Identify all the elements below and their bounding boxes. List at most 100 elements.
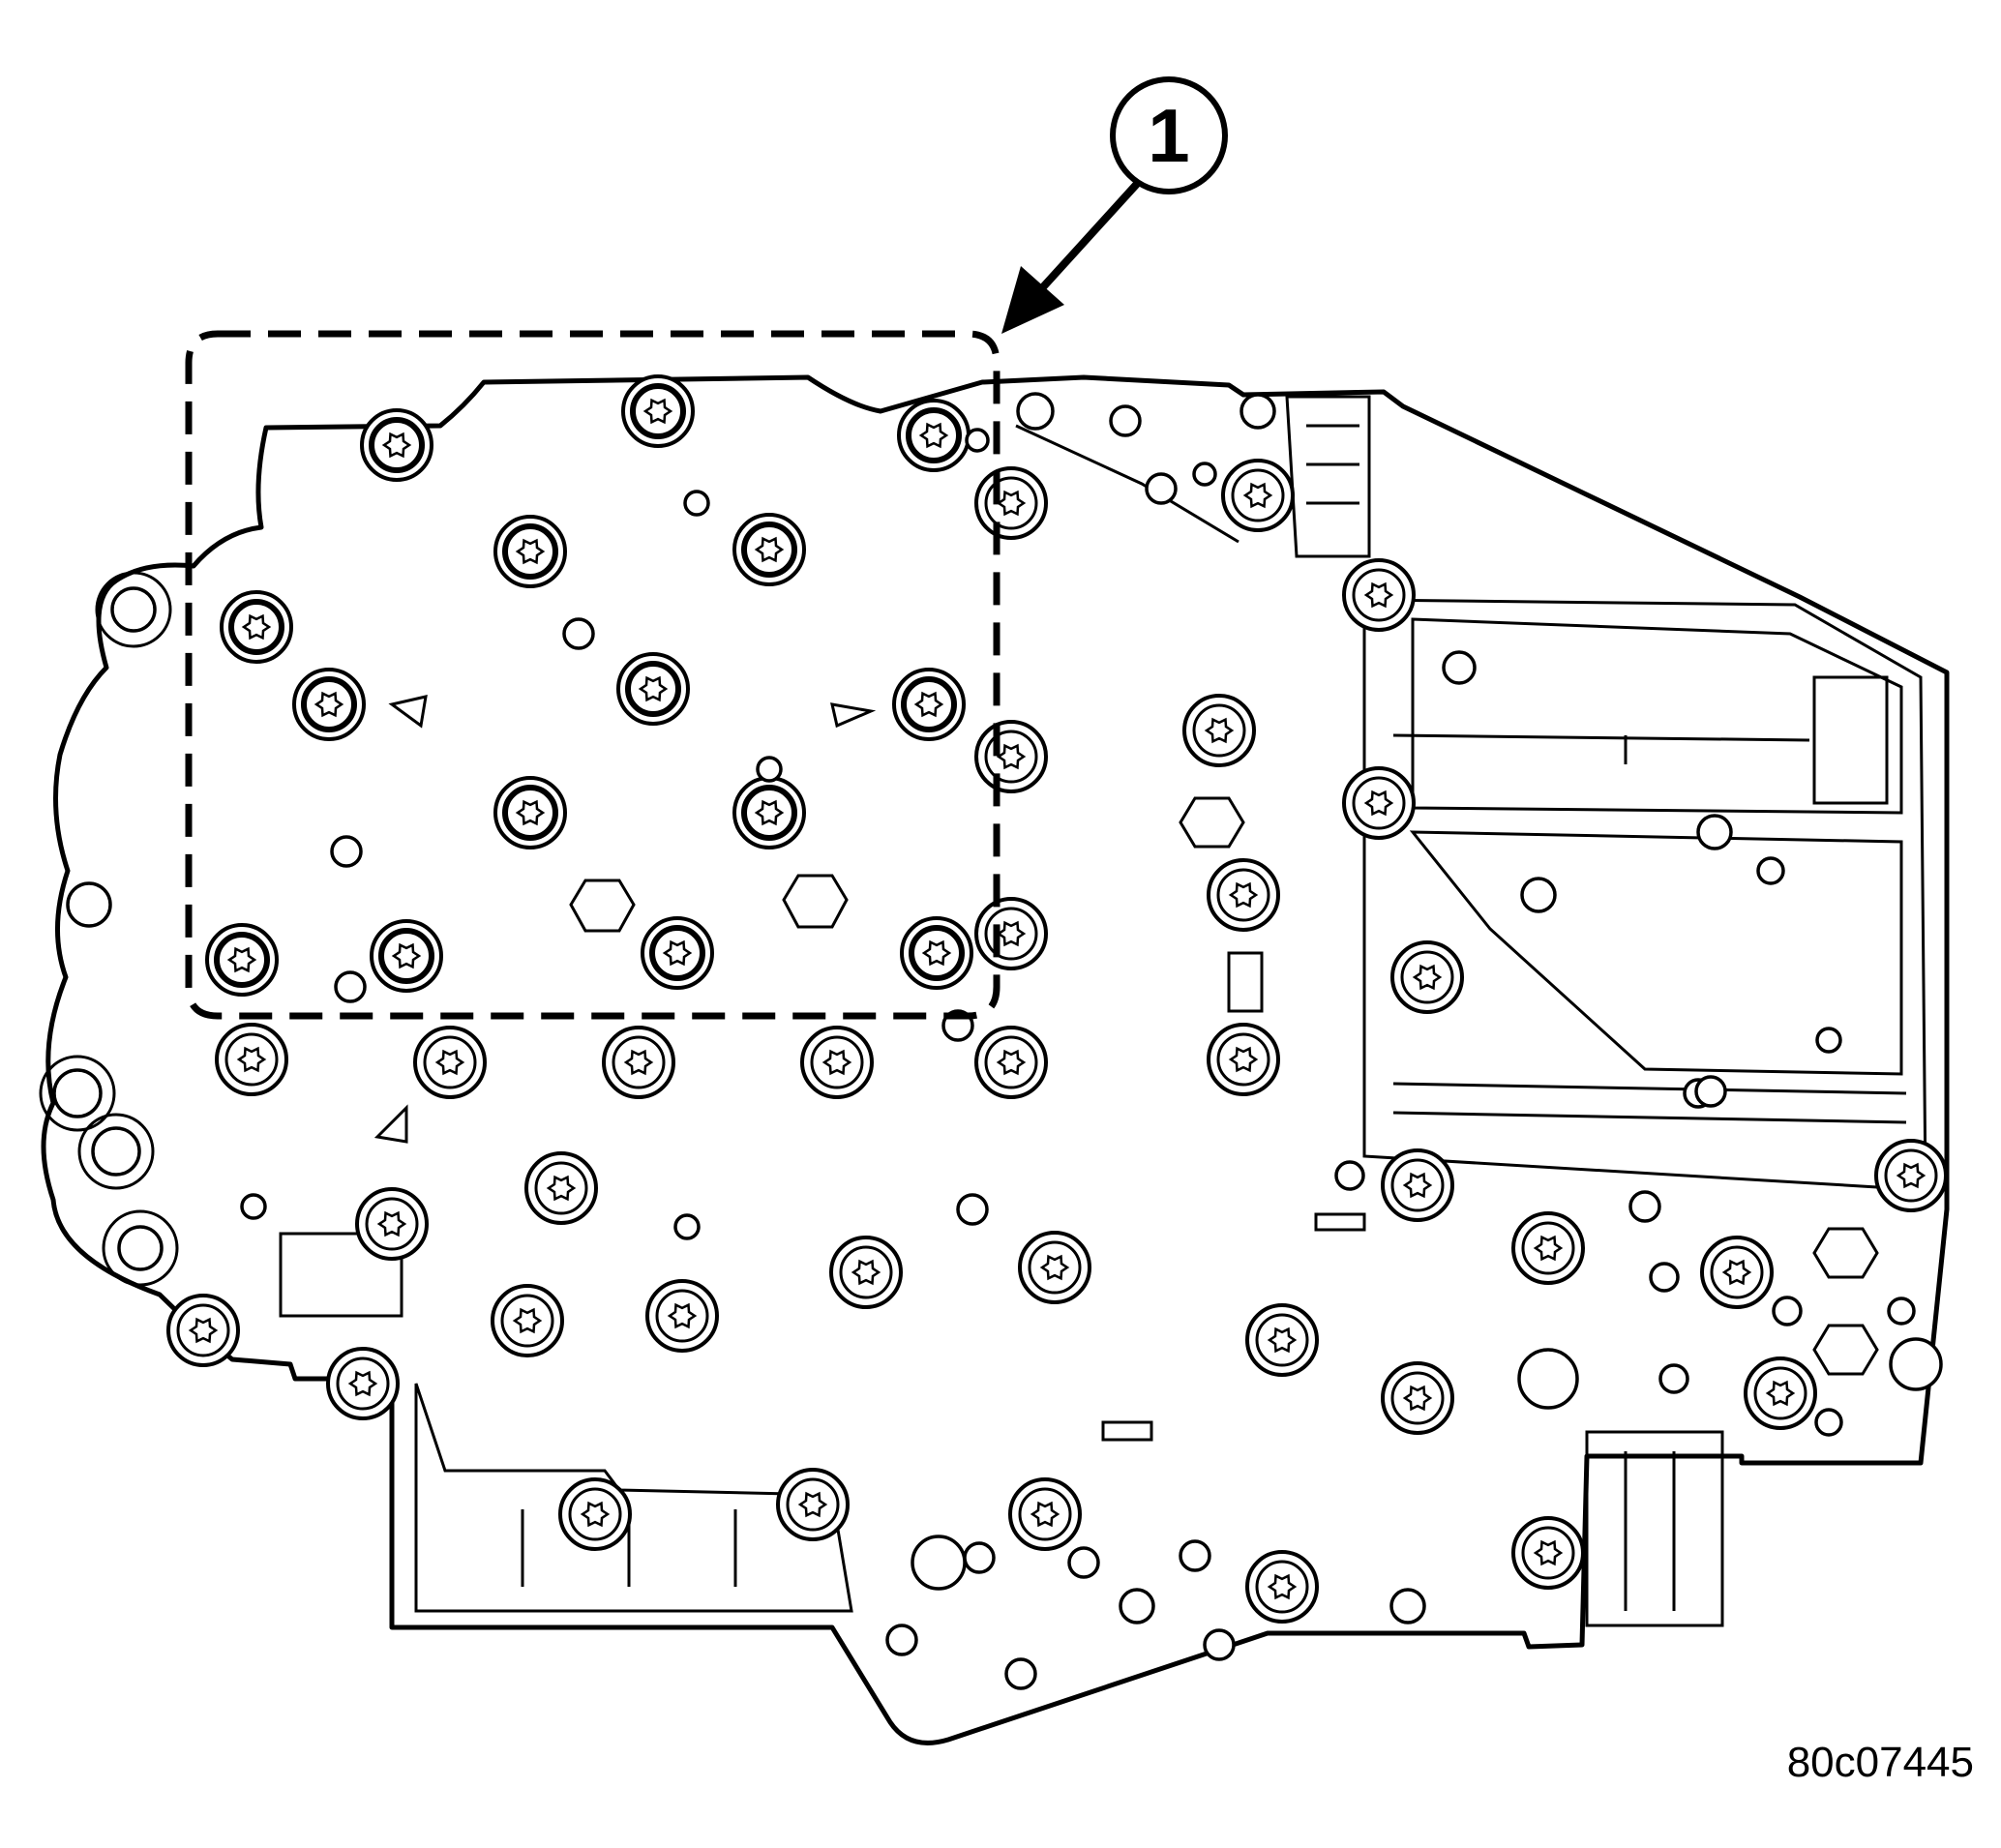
bolt xyxy=(1207,858,1280,932)
hole xyxy=(1016,392,1055,431)
bolt xyxy=(897,399,971,472)
bolt xyxy=(1182,694,1256,767)
hole xyxy=(1203,1628,1236,1661)
bolt xyxy=(215,1023,288,1096)
bolt xyxy=(558,1477,632,1551)
bolt xyxy=(220,590,293,664)
hole xyxy=(963,1541,996,1574)
hole xyxy=(91,1126,141,1177)
figure-id: 80c07445 xyxy=(1787,1739,1974,1786)
hole xyxy=(673,1213,701,1240)
channel-inner xyxy=(1411,617,1903,815)
hole xyxy=(562,617,595,650)
hole xyxy=(683,490,710,517)
hole xyxy=(110,586,157,633)
bolt xyxy=(1342,766,1416,840)
hole xyxy=(1887,1297,1916,1326)
bolt xyxy=(1700,1236,1774,1309)
bolt xyxy=(360,408,433,482)
callout-number: 1 xyxy=(1148,93,1189,178)
bolt xyxy=(776,1468,850,1541)
leader-line xyxy=(1037,181,1140,293)
bolt xyxy=(1018,1231,1091,1304)
bolt xyxy=(205,923,279,997)
bolt xyxy=(493,515,567,588)
bolt xyxy=(1381,1361,1454,1435)
bolt xyxy=(524,1151,598,1225)
bolt xyxy=(1342,558,1416,632)
bolt xyxy=(1744,1356,1817,1430)
bolt xyxy=(892,668,966,741)
boss xyxy=(39,1055,116,1132)
bolt xyxy=(1008,1477,1082,1551)
bolt xyxy=(1245,1550,1319,1624)
bolt xyxy=(732,776,806,849)
hole xyxy=(965,428,990,453)
bolt xyxy=(974,1026,1048,1099)
bolt xyxy=(355,1187,429,1261)
hole xyxy=(117,1225,164,1271)
bolt xyxy=(1207,1023,1280,1096)
hole xyxy=(1239,393,1276,430)
hole xyxy=(66,881,112,928)
bolt xyxy=(1221,459,1295,532)
hole xyxy=(1067,1546,1100,1579)
bolt xyxy=(974,897,1048,970)
hole xyxy=(1814,1408,1843,1437)
boss xyxy=(102,1209,179,1287)
hole xyxy=(330,835,363,868)
hole xyxy=(1815,1027,1842,1054)
bolt xyxy=(1390,940,1464,1014)
bolt xyxy=(621,374,695,448)
hole xyxy=(1772,1296,1803,1326)
boss xyxy=(95,571,172,648)
callout-circle xyxy=(1110,76,1228,194)
bolt xyxy=(491,1284,564,1357)
bolt xyxy=(1245,1303,1319,1377)
bolt xyxy=(292,668,366,741)
bolt xyxy=(616,652,690,726)
hole xyxy=(1649,1262,1680,1293)
bolt xyxy=(645,1279,719,1353)
valve-body-outline xyxy=(41,374,1950,1745)
bolt xyxy=(732,513,806,586)
hole xyxy=(1520,877,1557,913)
bolt xyxy=(326,1347,400,1420)
hole xyxy=(1334,1160,1365,1191)
hole xyxy=(334,970,367,1003)
bolt xyxy=(370,919,443,993)
hole xyxy=(1004,1657,1037,1690)
bolt xyxy=(493,776,567,849)
bolt xyxy=(1381,1148,1454,1222)
bolt xyxy=(974,466,1048,540)
hole xyxy=(1628,1190,1661,1223)
bolt xyxy=(1511,1516,1585,1590)
hole xyxy=(52,1068,103,1118)
hole xyxy=(885,1624,918,1656)
hole xyxy=(1696,814,1733,850)
hole xyxy=(1694,1075,1727,1108)
hole xyxy=(1889,1337,1943,1391)
hole xyxy=(1517,1348,1579,1410)
bolt xyxy=(166,1294,240,1367)
hole xyxy=(1192,462,1217,487)
boss xyxy=(77,1113,155,1190)
hole xyxy=(1179,1539,1211,1572)
hole xyxy=(756,756,783,783)
channel-upper xyxy=(1362,598,1927,1192)
hole xyxy=(1389,1588,1426,1624)
bolt xyxy=(1874,1139,1948,1212)
bolt xyxy=(900,916,973,990)
hole xyxy=(1756,856,1785,885)
channel-mid xyxy=(1409,830,1903,1076)
hole xyxy=(911,1535,967,1591)
bolt xyxy=(641,916,714,990)
hole-group xyxy=(39,392,1943,1690)
arrow-head xyxy=(1001,266,1064,334)
hole xyxy=(1145,472,1178,505)
hole xyxy=(1119,1588,1155,1624)
hole xyxy=(1442,650,1477,685)
bolt xyxy=(974,720,1048,793)
hole xyxy=(956,1193,989,1226)
